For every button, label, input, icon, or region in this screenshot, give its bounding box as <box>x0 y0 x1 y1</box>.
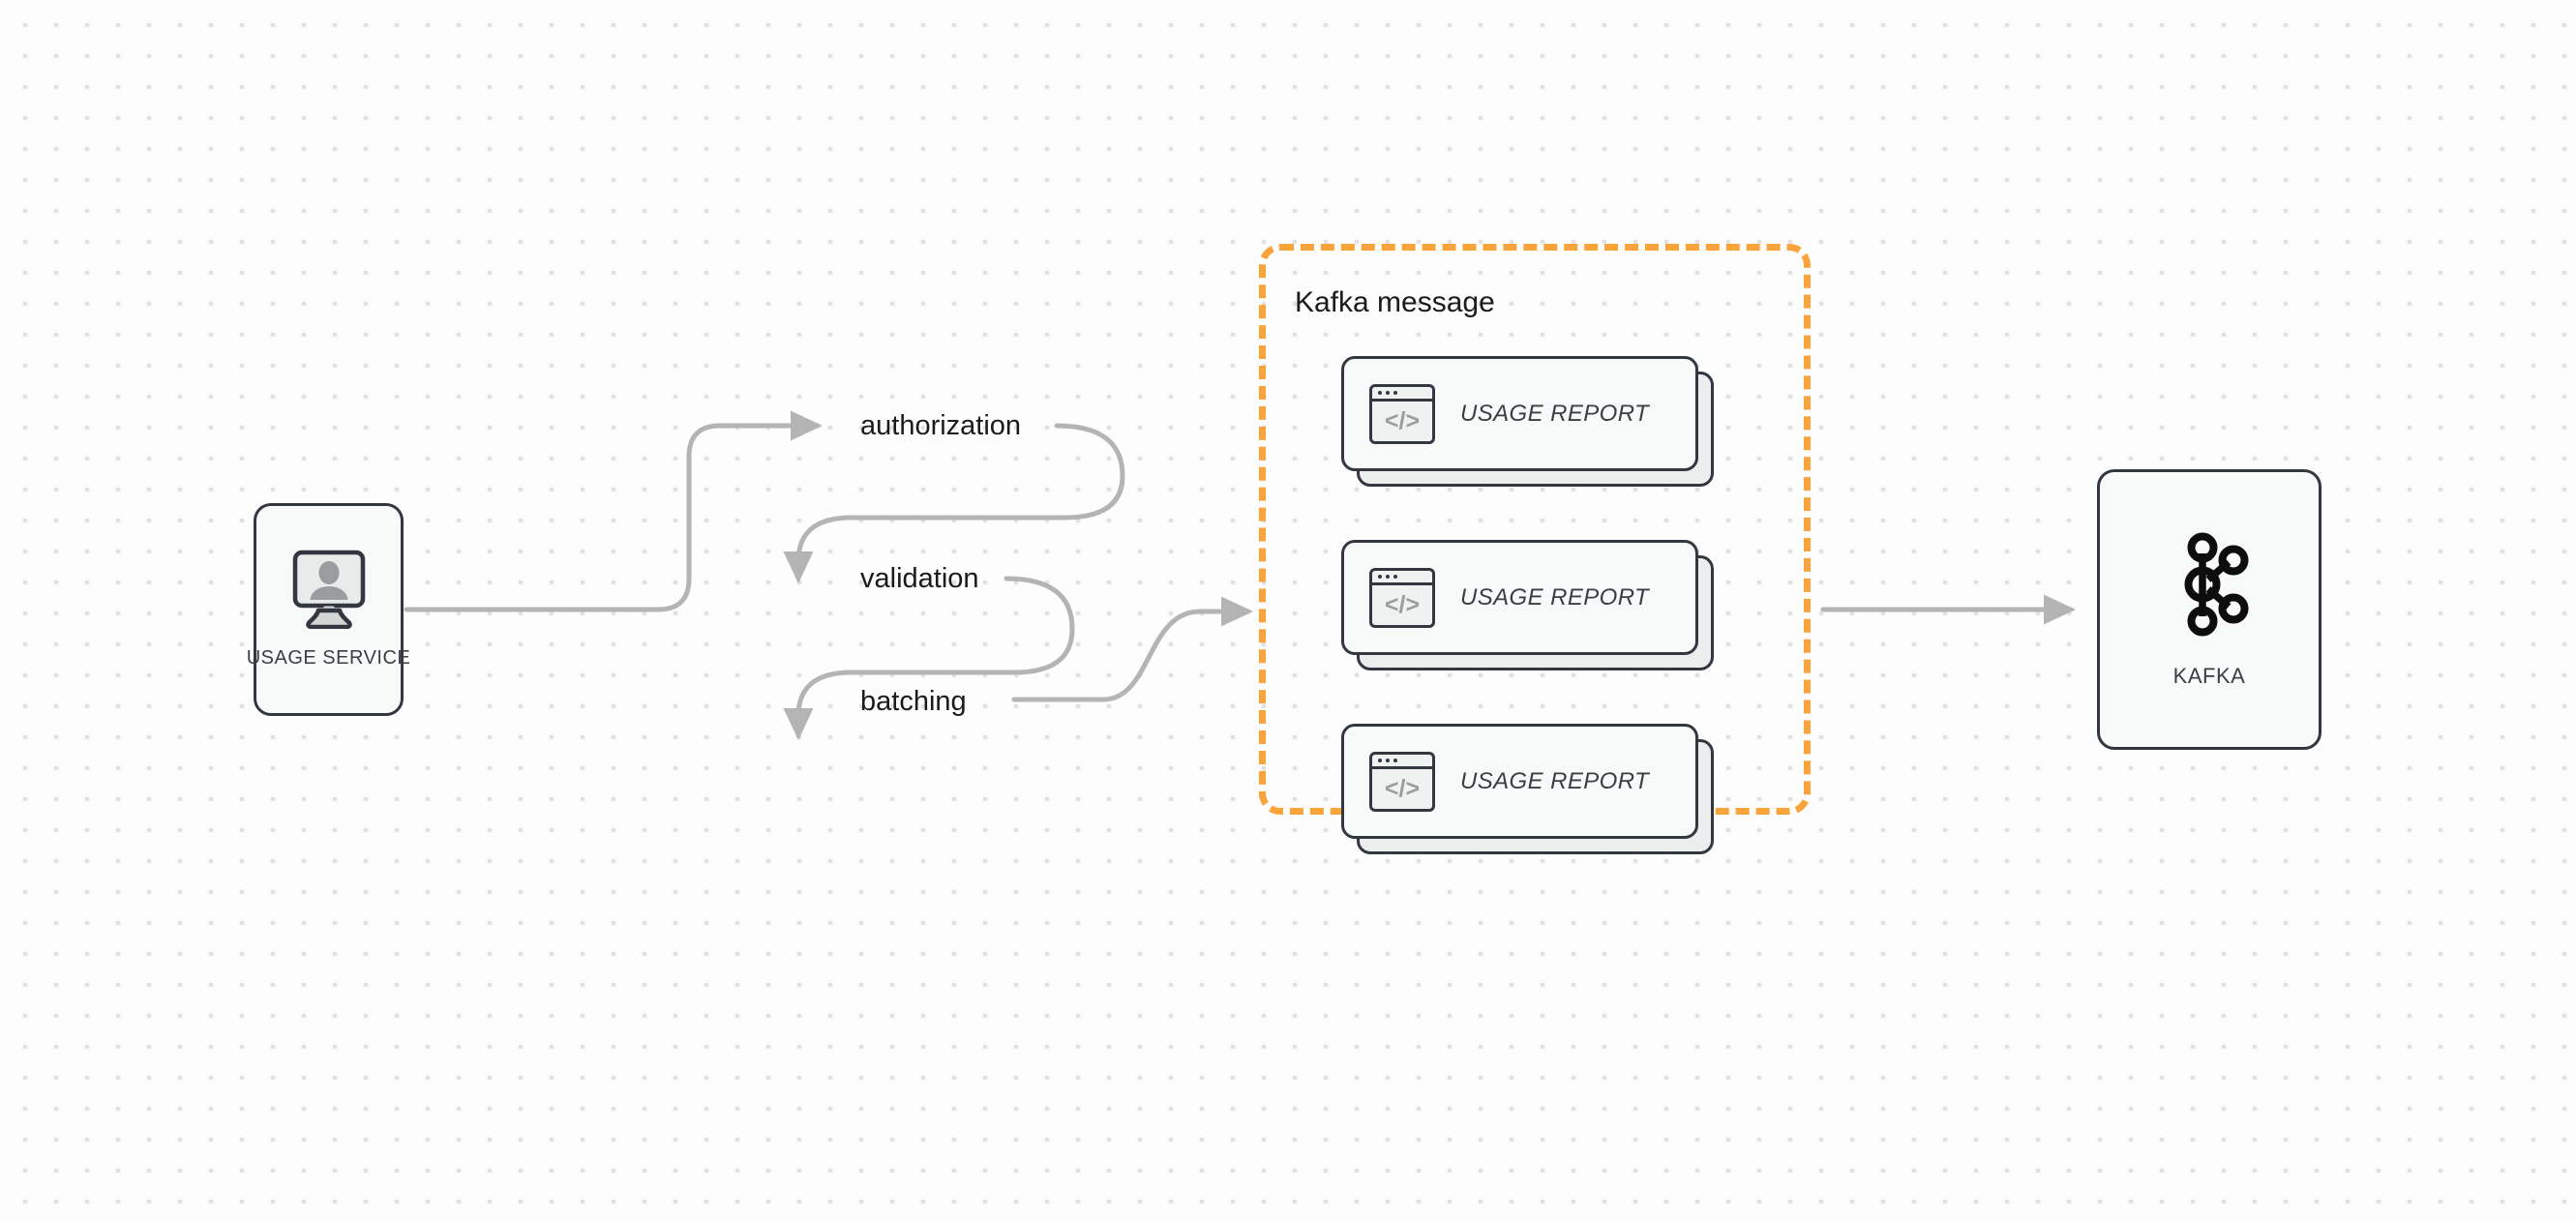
process-label-authorization: authorization <box>860 410 1022 441</box>
usage-report-card-front: </> USAGE REPORT <box>1341 724 1698 839</box>
code-window-dot <box>1386 758 1390 762</box>
usage-report-card-front: </> USAGE REPORT <box>1341 356 1698 471</box>
code-window-titlebar <box>1372 387 1432 402</box>
usage-report-card[interactable]: </> USAGE REPORT <box>1341 540 1714 670</box>
connector-authorization-to-validation <box>783 423 1125 584</box>
usage-report-card-label: USAGE REPORT <box>1460 583 1650 610</box>
node-usage-service-label: USAGE SERVICE <box>246 647 411 669</box>
node-kafka-label: KAFKA <box>2172 663 2246 688</box>
usage-report-card[interactable]: </> USAGE REPORT <box>1341 356 1714 487</box>
code-window-titlebar <box>1372 571 1432 585</box>
code-window-dot <box>1378 574 1382 579</box>
code-window-glyph: </> <box>1384 775 1421 802</box>
monitor-user-icon <box>285 550 374 634</box>
code-window-dot <box>1386 390 1390 395</box>
node-kafka[interactable]: KAFKA <box>2097 469 2321 750</box>
code-window-icon: </> <box>1369 383 1435 444</box>
code-window-dot <box>1386 574 1390 579</box>
code-window-titlebar <box>1372 755 1432 769</box>
code-window-glyph: </> <box>1384 407 1421 434</box>
code-window-icon: </> <box>1369 751 1435 812</box>
code-window-dot <box>1393 390 1397 395</box>
usage-report-card-front: </> USAGE REPORT <box>1341 540 1698 655</box>
connector-batching-to-kafka-message <box>1011 596 1254 702</box>
connector-usage-service-to-authorization <box>404 410 824 612</box>
code-window-dot <box>1393 574 1397 579</box>
usage-report-card-label: USAGE REPORT <box>1460 767 1650 794</box>
process-label-batching: batching <box>860 686 967 717</box>
code-window-dot <box>1378 390 1382 395</box>
node-usage-service[interactable]: USAGE SERVICE <box>247 503 410 716</box>
kafka-message-group-title: Kafka message <box>1295 286 1495 318</box>
process-label-validation: validation <box>860 563 979 594</box>
code-window-icon: </> <box>1369 567 1435 628</box>
code-window-dot <box>1378 758 1382 762</box>
code-window-dot <box>1393 758 1397 762</box>
kafka-logo-icon <box>2163 531 2256 642</box>
code-window-glyph: </> <box>1384 591 1421 618</box>
usage-report-card-label: USAGE REPORT <box>1460 400 1650 427</box>
usage-report-card[interactable]: </> USAGE REPORT <box>1341 724 1714 854</box>
